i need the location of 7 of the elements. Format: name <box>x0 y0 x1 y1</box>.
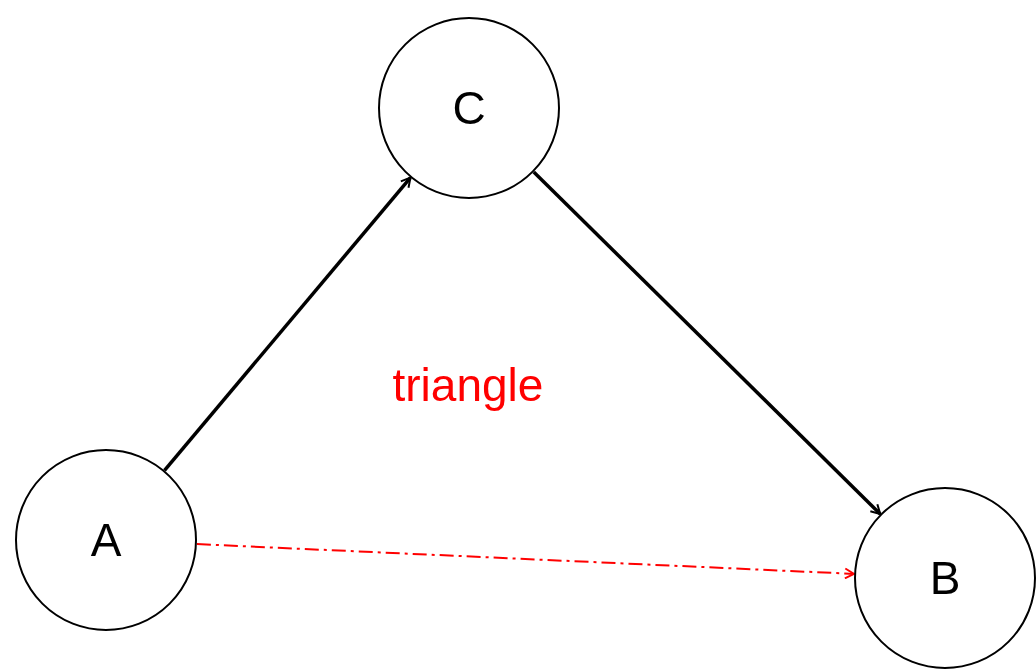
arrow <box>195 543 856 580</box>
arrow <box>532 170 882 516</box>
arrow <box>163 176 412 472</box>
node-label: C <box>452 81 486 135</box>
diagram-label: triangle <box>392 358 544 412</box>
node-label: A <box>90 513 122 567</box>
node-label: B <box>929 551 961 605</box>
